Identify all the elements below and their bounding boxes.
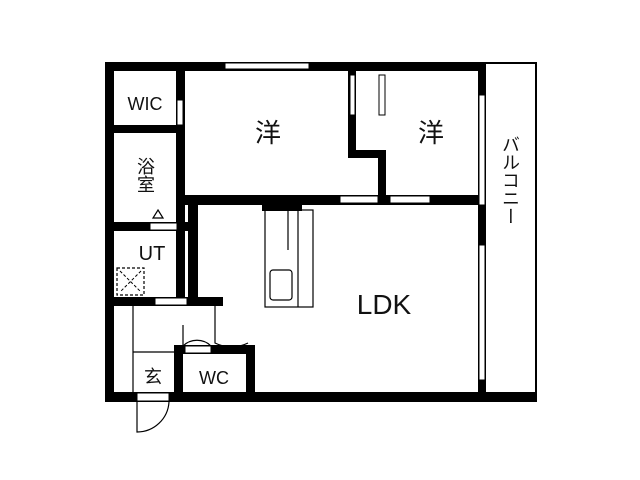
windows — [224, 62, 486, 381]
room-label-western-1: 洋 — [255, 118, 281, 148]
room-label-toilet: WC — [199, 368, 229, 388]
balcony — [481, 62, 537, 398]
room-label-utility: UT — [139, 243, 166, 265]
kitchen-counter — [264, 209, 314, 308]
room-label-bathroom: 浴室 — [135, 157, 155, 193]
room-label-balcony: バルコニー — [500, 135, 520, 225]
room-label-entrance: 玄 — [144, 367, 162, 387]
room-label-ldk: LDK — [357, 289, 412, 320]
entrance-lines — [132, 306, 174, 392]
sink-icon — [269, 269, 293, 301]
room-label-wic: WIC — [128, 94, 163, 114]
openings — [136, 74, 431, 402]
room-label-western-2: 洋 — [418, 118, 444, 148]
washing-machine-space — [116, 267, 145, 296]
outer-walls — [105, 62, 537, 402]
door-swings — [136, 208, 249, 433]
washing-machine-x — [119, 270, 142, 293]
